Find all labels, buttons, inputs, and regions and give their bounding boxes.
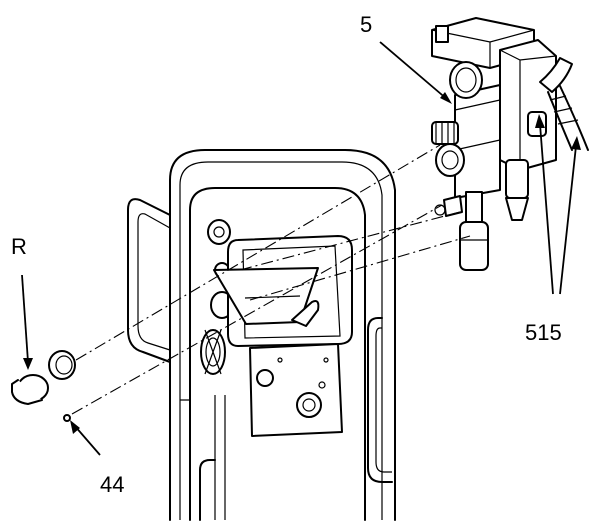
left-handle	[127, 198, 171, 363]
control-plate	[249, 343, 343, 437]
ring-fitting	[48, 350, 76, 380]
callout-5: 5	[360, 12, 373, 37]
callout-44: 44	[100, 472, 125, 497]
valve-assembly	[431, 17, 557, 271]
right-handle	[367, 317, 393, 483]
display-window	[213, 235, 353, 347]
cap-part	[11, 374, 49, 405]
callout-515: 515	[525, 320, 562, 345]
alignment-lines	[71, 144, 471, 415]
screw-part	[63, 414, 71, 422]
leader-arrows	[21, 41, 581, 456]
panel-knob	[200, 329, 226, 375]
callout-r: R	[11, 234, 27, 259]
